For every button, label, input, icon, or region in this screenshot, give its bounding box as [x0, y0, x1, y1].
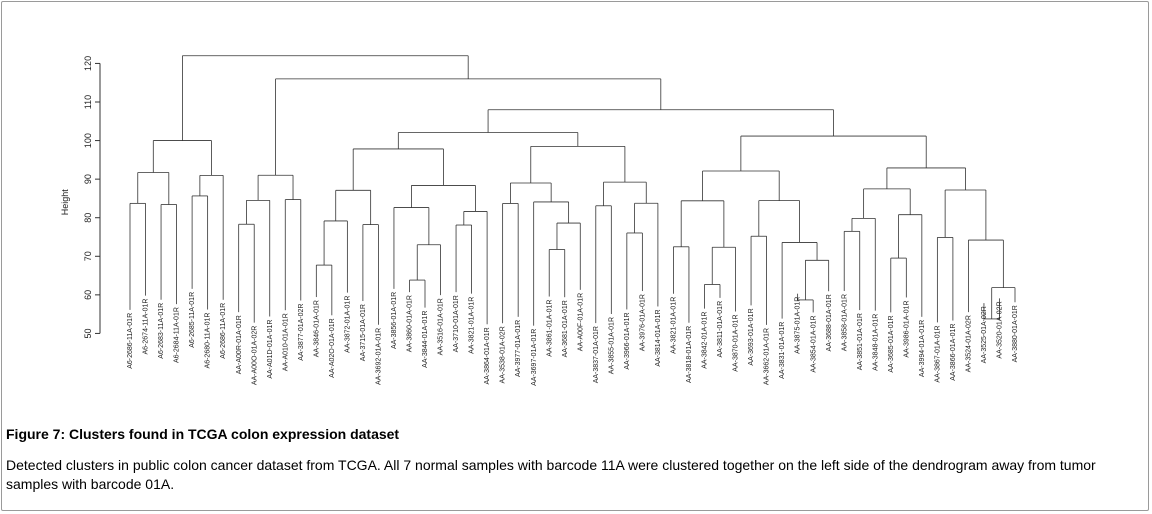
leaf-label: AA-3858-01A-01R: [841, 294, 848, 351]
y-tick-label: 70: [83, 251, 93, 261]
leaf-label: AA-3854-01A-01R: [810, 315, 817, 372]
y-tick-label: 120: [83, 56, 93, 71]
leaf-label: AA-3710-01A-01R: [453, 295, 460, 352]
y-tick-label: 50: [83, 328, 93, 338]
y-tick-label: 60: [83, 290, 93, 300]
leaf-label: A6-2685-11A-01R: [189, 292, 196, 348]
leaf-label: AA-A010-01A-01R: [282, 313, 289, 371]
leaf-label: AA-3811-01A-01R: [717, 301, 724, 358]
leaf-label: AA-3848-01A-01R: [872, 314, 879, 371]
leaf-label: A6-2686-11A-01R: [220, 303, 227, 359]
leaf-label: AA-A00F-01A-01R: [577, 293, 584, 351]
leaf-label: AA-3697-01A-01R: [531, 329, 538, 386]
leaf-label: AA-3880-01A-01R: [1012, 305, 1019, 362]
leaf-label: AA-3966-01A-01R: [624, 312, 631, 369]
leaf-label: AA-3524-01A-02R: [966, 315, 973, 372]
leaf-label: AA-3520-01A-02R: [997, 301, 1004, 358]
leaf-label: AA-3977-01A-01R: [515, 320, 522, 377]
y-tick-label: 110: [83, 95, 93, 109]
leaf-label: AA-3685-01A-01R: [888, 315, 895, 372]
leaf-label: AA-3715-01A-01R: [360, 304, 367, 361]
leaf-label: AA-3688-01A-01R: [826, 294, 833, 351]
leaf-labels: A6-2686-11A-01R A6-2674-11A-01R A6-2683-11…: [127, 292, 1019, 386]
leaf-label: AA-3864-01A-01R: [484, 327, 491, 384]
leaf-label: AA-3976-01A-01R: [639, 294, 646, 351]
leaf-label: AA-3860-01A-01R: [407, 295, 414, 352]
leaf-label: AA-3851-01A-01R: [857, 313, 864, 370]
leaf-label: AA-3877-01A-02R: [298, 304, 305, 361]
leaf-label: AA-3856-01A-01R: [391, 292, 398, 349]
y-axis-label: Height: [60, 189, 70, 216]
figure-caption: Detected clusters in public colon cancer…: [6, 457, 1096, 492]
leaf-label: A6-2683-11A-01R: [158, 303, 165, 359]
leaf-label: AA-3821-01A-01R: [671, 297, 678, 354]
leaf-label: AA-3818-01A-01R: [686, 326, 693, 383]
leaf-label: A6-2686-11A-01R: [127, 313, 134, 369]
leaf-label: A6-2684-11A-01R: [174, 307, 181, 363]
leaf-label: AA-3844-01A-01R: [422, 311, 429, 368]
leaf-label: AA-3662-01A-01R: [764, 328, 771, 385]
leaf-label: AA-A00R-01A-01R: [236, 315, 243, 374]
leaf-label: AA-3842-01A-01R: [702, 312, 709, 369]
leaf-label: AA-3516-01A-01R: [438, 298, 445, 355]
y-tick-label: 100: [83, 133, 93, 148]
leaf-label: AA-3821-01A-01R: [469, 297, 476, 354]
leaf-label: AA-3875-01A-01R: [795, 297, 802, 354]
leaf-label: AA-3867-01A-01R: [934, 325, 941, 382]
leaf-label: AA-A01D-01A-01R: [267, 320, 274, 379]
leaf-label: AA-3538-01A-02R: [500, 326, 507, 383]
leaf-label: AA-3837-01A-01R: [593, 326, 600, 383]
leaf-label: AA-3814-01A-01R: [655, 309, 662, 366]
leaf-label: AA-3693-01A-01R: [748, 308, 755, 365]
leaf-label: AA-3846-01A-01R: [313, 300, 320, 357]
leaf-label: AA-3831-01A-01R: [779, 322, 786, 379]
leaf-label: AA-3681-01A-01R: [562, 300, 569, 357]
leaf-label: AA-3525-01A-02R: [981, 306, 988, 363]
leaf-label: AA-3870-01A-01R: [733, 314, 740, 371]
leaf-label: AA-3855-01A-01R: [608, 317, 615, 374]
leaf-label: A6-2680-11A-01R: [205, 313, 212, 369]
figure-title: Figure 7: Clusters found in TCGA colon e…: [6, 426, 400, 442]
dendrogram-tree: [129, 55, 1016, 326]
leaf-label: AA-3994-01A-01R: [919, 320, 926, 377]
y-tick-label: 90: [83, 174, 93, 184]
leaf-label: A6-2674-11A-01R: [143, 299, 150, 355]
leaf-label: AA-3692-01A-01R: [376, 328, 383, 385]
y-tick-label: 80: [83, 213, 93, 223]
leaf-label: AA-3866-01A-01R: [950, 324, 957, 381]
leaf-label: AA-A02O-01A-01R: [329, 318, 336, 378]
leaf-label: AA-3861-01A-01R: [546, 300, 553, 357]
leaf-label: AA-3872-01A-01R: [344, 296, 351, 353]
leaf-label: AA-A00O-01A-02R: [251, 326, 258, 386]
leaf-label: AA-3986-01A-01R: [903, 300, 910, 357]
